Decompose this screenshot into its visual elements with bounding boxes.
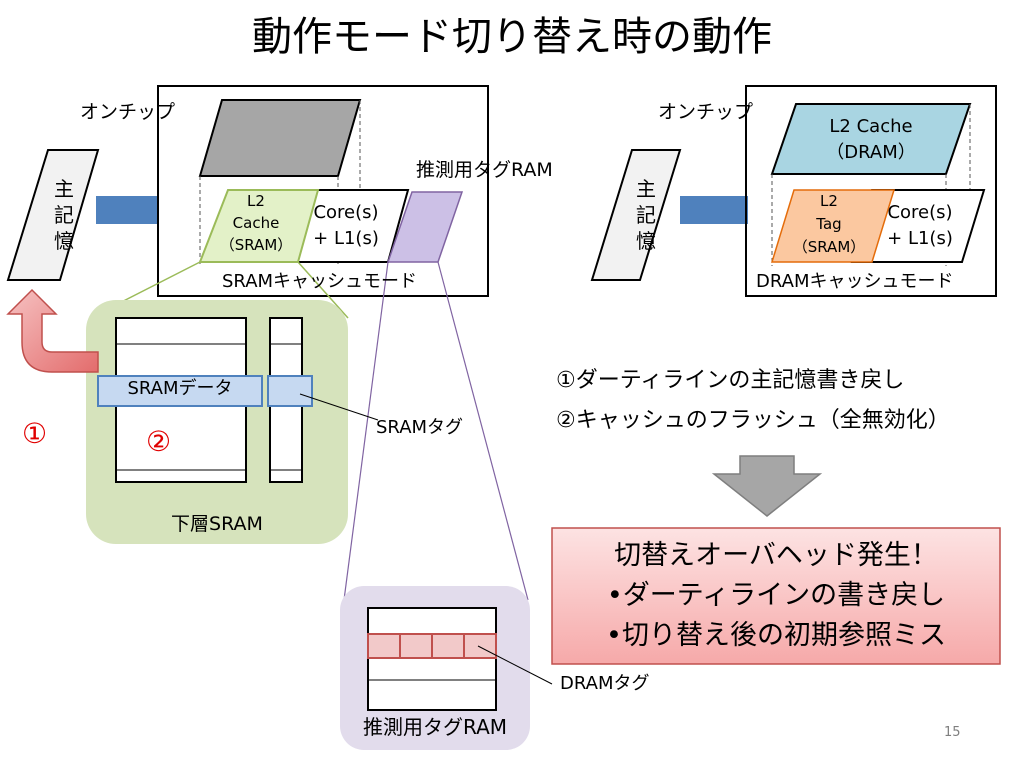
onchip-label-right: オンチップ [658, 101, 754, 123]
callout-line1: 切替えオーバヘッド発生！ [614, 540, 938, 571]
page-number: 15 [944, 725, 961, 740]
l2-data-block-gray [198, 99, 362, 177]
writeback-arrow [6, 288, 99, 373]
memory-bus-right [680, 196, 748, 224]
callout-text: 切替えオーバヘッド発生！ •ダーティラインの書き戻し •切り替え後の初期参照ミス [552, 536, 1000, 656]
l2-dram-line1: L2 Cache [829, 116, 913, 137]
step-text-1: ①ダーティラインの主記憶書き戻し [556, 368, 905, 393]
main-memory-char: 記 [636, 203, 656, 227]
slide-title: 動作モード切り替え時の動作 [252, 14, 772, 60]
mode-label-left: SRAMキャッシュモード [222, 271, 418, 292]
core-line2: + L1(s) [313, 228, 379, 249]
l2-line3: （SRAM） [219, 236, 293, 254]
overhead-callout-box [551, 527, 1001, 665]
sram-tag-pointer [299, 393, 379, 421]
l2-line2: Cache [232, 214, 280, 232]
l2-tag-sram-block [770, 189, 896, 263]
step1-marker: ① [22, 417, 48, 450]
l2-tag-sram-label: L2 Tag （SRAM） [784, 190, 874, 259]
core-line2: + L1(s) [887, 228, 953, 249]
main-memory-char: 憶 [636, 229, 656, 253]
l2-line1: L2 [247, 192, 265, 210]
result-down-arrow [711, 455, 823, 517]
dram-tag-label: DRAMタグ [560, 673, 650, 694]
memory-bus-left [96, 196, 158, 224]
l2-cache-sram-label: L2 Cache （SRAM） [208, 190, 304, 256]
onchip-label-left: オンチップ [80, 101, 176, 123]
tag-line3: （SRAM） [792, 238, 866, 256]
step2-marker: ② [146, 425, 172, 458]
core-l1-label-right: Core(s) + L1(s) [878, 200, 962, 252]
main-memory-char: 憶 [54, 229, 74, 253]
core-line1: Core(s) [313, 202, 379, 223]
core-l1-label-left: Core(s) + L1(s) [306, 200, 386, 252]
lower-sram-label: 下層SRAM [171, 513, 263, 535]
spec-tag-ram-label-top: 推測用タグRAM [416, 159, 553, 181]
step-text-2: ②キャッシュのフラッシュ（全無効化） [556, 408, 950, 433]
main-memory-char: 主 [54, 177, 74, 201]
main-memory-char: 記 [54, 203, 74, 227]
tag-line1: L2 [820, 192, 838, 210]
spec-tag-ram-label-bottom: 推測用タグRAM [362, 715, 508, 739]
main-memory-left [6, 149, 100, 281]
zoom-line-purple [343, 261, 389, 601]
zoom-line-green [297, 261, 349, 319]
callout-line3: •切り替え後の初期参照ミス [606, 620, 946, 651]
l2-cache-dram-label: L2 Cache （DRAM） [796, 114, 946, 166]
sram-tag-row-highlight [267, 375, 313, 407]
sram-tag-label: SRAMタグ [376, 417, 464, 438]
core-line1: Core(s) [887, 202, 953, 223]
tag-line2: Tag [816, 215, 842, 233]
main-memory-right [590, 149, 682, 281]
sram-data-row-highlight [97, 375, 263, 407]
onchip-box-left [157, 85, 489, 297]
main-memory-char: 主 [636, 177, 656, 201]
main-memory-label-right: 主 記 憶 [622, 176, 670, 254]
l2-dram-line2: （DRAM） [826, 142, 916, 163]
mode-label-right: DRAMキャッシュモード [756, 271, 954, 292]
onchip-box-right [745, 85, 997, 297]
main-memory-label-left: 主 記 憶 [40, 176, 88, 254]
zoom-line-purple [437, 261, 529, 601]
callout-line2: •ダーティラインの書き戻し [606, 580, 946, 611]
sram-data-label: SRAMデータ [127, 378, 233, 399]
dram-tag-pointer [477, 645, 553, 685]
